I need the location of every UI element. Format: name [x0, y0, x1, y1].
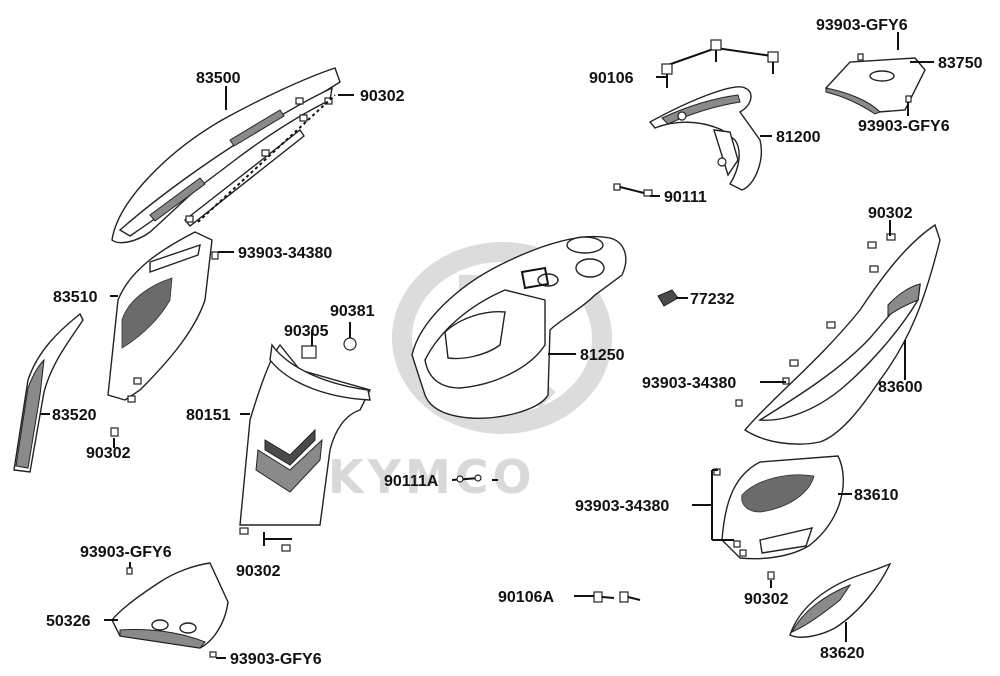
callout-81250: 81250 — [580, 347, 625, 364]
part-90302-clip-left — [110, 427, 119, 437]
callout-83520: 83520 — [52, 407, 97, 424]
callout-83620: 83620 — [820, 645, 865, 662]
part-83520-left-side-strip — [13, 312, 84, 473]
callout-90106: 90106 — [589, 70, 634, 87]
part-83750-carrier-cover — [824, 53, 926, 115]
part-80151-front-shield — [239, 343, 372, 552]
part-90111-screw — [613, 183, 653, 197]
callout-93903-34380: 93903-34380 — [238, 245, 332, 262]
callout-83610: 83610 — [854, 487, 899, 504]
callout-50326: 50326 — [46, 613, 91, 630]
callout-labels: 83500 90302 90106 93903-GFY6 83750 93903… — [46, 17, 983, 668]
callout-90302: 90302 — [744, 591, 789, 608]
part-83620-right-side-strip — [789, 562, 892, 638]
part-81250-helmet-box — [411, 235, 627, 419]
callout-93903-gfy6: 93903-GFY6 — [858, 118, 950, 135]
watermark-brand-text: KYMCO — [328, 450, 536, 504]
part-50326-floor-panel — [111, 562, 229, 658]
callout-90302: 90302 — [868, 205, 913, 222]
part-83510-left-side-inner-cover — [107, 231, 219, 403]
callout-90111a: 90111A — [384, 473, 439, 490]
callout-80151: 80151 — [186, 407, 231, 424]
part-81200-grab-rail — [648, 86, 762, 191]
part-90106-bolts — [661, 39, 779, 88]
callout-90302: 90302 — [236, 563, 281, 580]
callout-93903-34380: 93903-34380 — [642, 375, 736, 392]
part-83600-right-side-cover — [735, 223, 941, 445]
callout-83750: 83750 — [938, 55, 983, 72]
callout-83500: 83500 — [196, 70, 241, 87]
part-90111a-screw — [451, 474, 482, 483]
callout-90106a: 90106A — [498, 589, 554, 606]
callout-93903-34380: 93903-34380 — [575, 498, 669, 515]
part-83500-rear-upper-cover — [111, 67, 341, 244]
part-90106a-bolts — [593, 591, 641, 603]
callout-90381: 90381 — [330, 303, 375, 320]
callout-90302: 90302 — [86, 445, 131, 462]
callout-93903-gfy6: 93903-GFY6 — [80, 544, 172, 561]
callout-90302: 90302 — [360, 88, 405, 105]
callout-90305: 90305 — [284, 323, 329, 340]
callout-83600: 83600 — [878, 379, 923, 396]
callout-77232: 77232 — [690, 291, 735, 308]
callout-93903-gfy6: 93903-GFY6 — [230, 651, 322, 668]
part-83610-right-side-inner-cover — [713, 455, 844, 560]
part-90302-small-clip — [767, 571, 775, 580]
callout-90111: 90111 — [664, 189, 707, 206]
callout-81200: 81200 — [776, 129, 821, 146]
callout-93903-gfy6: 93903-GFY6 — [816, 17, 908, 34]
part-77232-clip — [657, 289, 679, 307]
leader-lines — [40, 32, 934, 659]
callout-83510: 83510 — [53, 289, 98, 306]
